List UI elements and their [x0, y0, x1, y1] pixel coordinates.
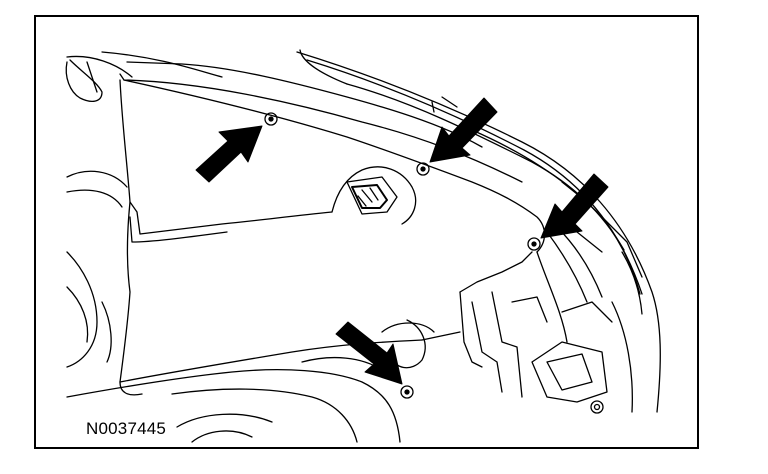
screw-head-icon — [400, 385, 414, 399]
diagram-frame: N0037445 — [34, 15, 699, 449]
wheel-well-outline — [66, 170, 401, 443]
arrow-pointing-down-right — [335, 321, 403, 385]
screw-head-icon — [264, 112, 278, 126]
screw-head-icon — [416, 162, 430, 176]
figure-reference-number: N0037445 — [86, 419, 167, 438]
arrow-pointing-up-right — [195, 125, 263, 183]
arrow-pointing-down-left — [540, 173, 609, 239]
body-contours — [296, 49, 661, 413]
lower-bracket-assembly — [381, 251, 613, 414]
trim-panel-illustration — [65, 49, 661, 443]
arrow-pointing-down-left — [429, 97, 498, 163]
screw-head-icon — [527, 237, 541, 251]
rear-shelf-outline — [65, 51, 523, 183]
